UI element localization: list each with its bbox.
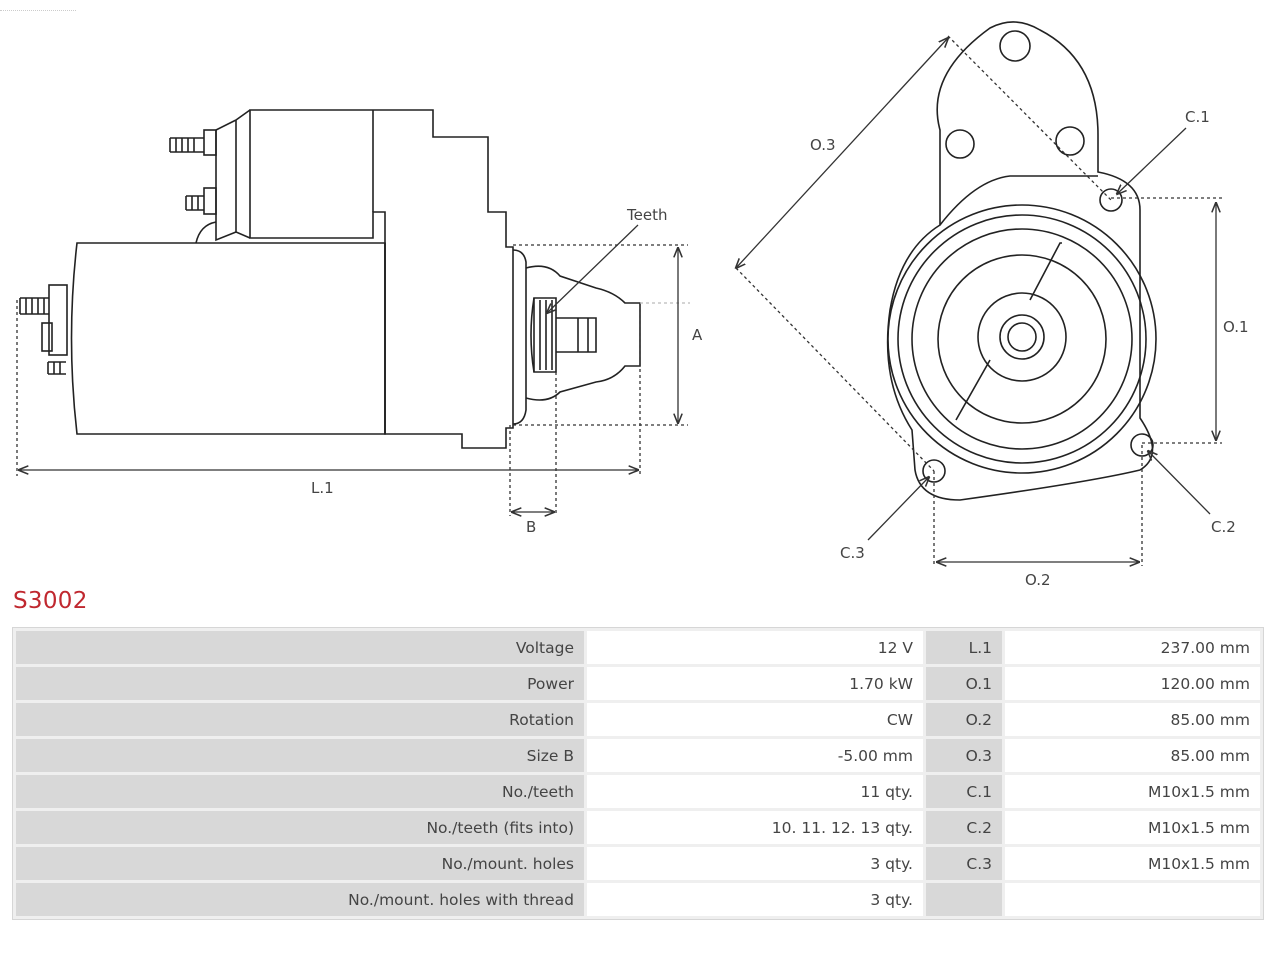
label-c3: C.3 <box>840 544 865 562</box>
spec-label: No./mount. holes with thread <box>16 883 584 916</box>
dimension-value: M10x1.5 mm <box>1005 847 1260 880</box>
dimension-label: O.3 <box>926 739 1002 772</box>
spec-label: Size B <box>16 739 584 772</box>
c1-leader <box>1117 127 1187 194</box>
dimension-value: 120.00 mm <box>1005 667 1260 700</box>
outer-ring <box>887 204 1157 474</box>
label-c2: C.2 <box>1211 518 1236 536</box>
spec-value: 12 V <box>587 631 923 664</box>
flange-hole-right <box>1055 126 1085 156</box>
dimension-label: L.1 <box>926 631 1002 664</box>
label-o2: O.2 <box>1025 571 1051 589</box>
flange-hole-left <box>945 129 975 159</box>
hole-c2 <box>1130 433 1154 457</box>
dimension-label <box>926 883 1002 916</box>
flange-hole-top <box>999 30 1031 62</box>
dimension-value: 85.00 mm <box>1005 739 1260 772</box>
label-c1: C.1 <box>1185 108 1210 126</box>
spec-value: 3 qty. <box>587 847 923 880</box>
label-a: A <box>692 326 703 344</box>
spec-label: Voltage <box>16 631 584 664</box>
dimension-value: 237.00 mm <box>1005 631 1260 664</box>
spec-value: 10. 11. 12. 13 qty. <box>587 811 923 844</box>
spec-value: 1.70 kW <box>587 667 923 700</box>
c3-leader <box>867 477 929 541</box>
dim-o3-line <box>736 38 948 268</box>
drive-end-housing <box>512 249 527 425</box>
dimension-label: C.1 <box>926 775 1002 808</box>
dimension-label: O.2 <box>926 703 1002 736</box>
spec-label: Rotation <box>16 703 584 736</box>
label-teeth: Teeth <box>626 206 667 224</box>
label-o1: O.1 <box>1223 318 1249 336</box>
spec-value: 11 qty. <box>587 775 923 808</box>
teeth-leader <box>547 224 639 313</box>
starter-motor-technical-drawing: Teeth A B L.1 O.3 O.1 <box>16 21 1249 589</box>
hole-c1 <box>1099 188 1123 212</box>
solenoid <box>249 109 514 449</box>
dimension-label: O.1 <box>926 667 1002 700</box>
spec-value: 3 qty. <box>587 883 923 916</box>
dimension-value <box>1005 883 1260 916</box>
spec-label: No./teeth <box>16 775 584 808</box>
top-left-dotted-stub <box>0 10 76 13</box>
spec-label: No./mount. holes <box>16 847 584 880</box>
spec-label: No./teeth (fits into) <box>16 811 584 844</box>
spec-row: No./teeth (fits into)10. 11. 12. 13 qty.… <box>16 811 1260 844</box>
hole-c3 <box>922 459 946 483</box>
label-b: B <box>526 518 536 536</box>
label-l1: L.1 <box>311 479 334 497</box>
side-view <box>19 109 641 449</box>
spec-value: -5.00 mm <box>587 739 923 772</box>
part-code: S3002 <box>13 588 88 614</box>
spec-value: CW <box>587 703 923 736</box>
c2-leader <box>1148 451 1211 515</box>
rear-cap <box>48 284 68 356</box>
label-o3: O.3 <box>810 136 836 154</box>
motor-body <box>70 242 386 435</box>
dimension-value: M10x1.5 mm <box>1005 811 1260 844</box>
dimension-label: C.2 <box>926 811 1002 844</box>
front-view <box>886 21 1157 501</box>
dimension-value: 85.00 mm <box>1005 703 1260 736</box>
mounting-flange <box>886 21 1154 501</box>
dimension-value: M10x1.5 mm <box>1005 775 1260 808</box>
spec-label: Power <box>16 667 584 700</box>
shaft-boss <box>977 292 1067 382</box>
dimension-label: C.3 <box>926 847 1002 880</box>
